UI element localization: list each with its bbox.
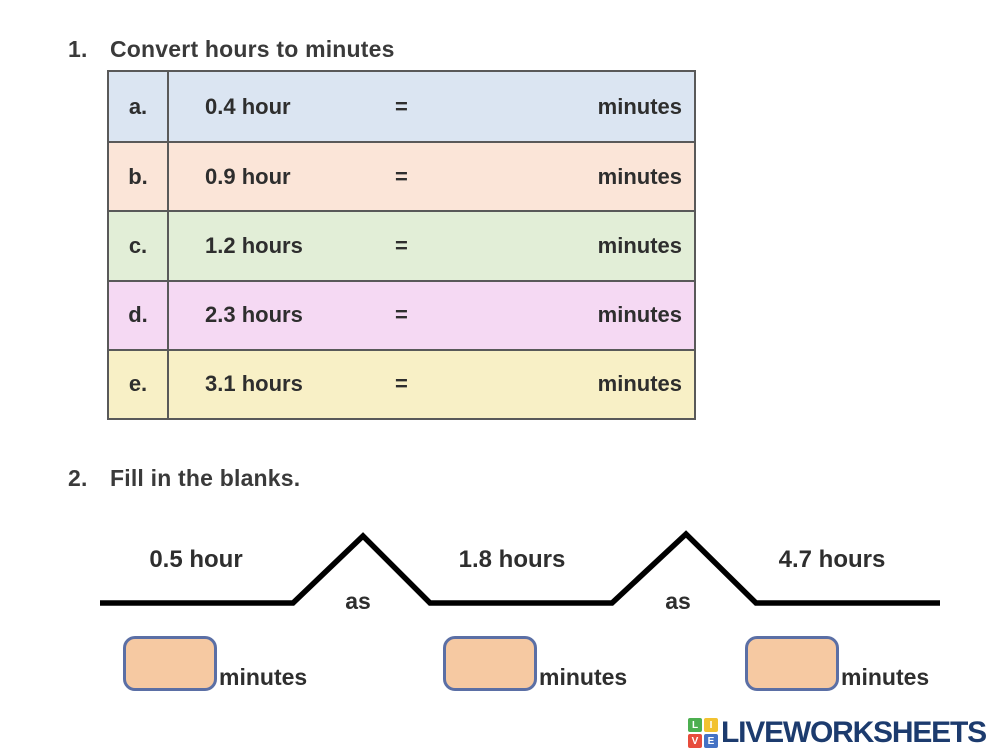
row-letter: e.: [109, 350, 169, 418]
answer-input-3[interactable]: [745, 636, 839, 691]
row-letter: a.: [109, 72, 169, 142]
row-value: 0.9 hour: [205, 163, 291, 189]
row-letter: b.: [109, 143, 169, 211]
answer-group-2: minutes: [443, 636, 627, 691]
zigzag-line-diagram: [100, 530, 940, 606]
equals-sign: =: [395, 232, 408, 258]
row-value: 3.1 hours: [205, 371, 303, 397]
zigzag-polyline: [100, 530, 940, 606]
table-row-e: e. 3.1 hours = minutes: [109, 348, 694, 418]
row-letter: d.: [109, 281, 169, 349]
answer-group-3: minutes: [745, 636, 929, 691]
duration-label-3: 4.7 hours: [778, 546, 886, 573]
section1-title-text: Convert hours to minutes: [110, 36, 395, 62]
equals-sign: =: [395, 371, 408, 397]
liveworksheets-logo-icon: L I V E: [688, 718, 718, 748]
equals-sign: =: [395, 163, 408, 189]
row-value: 0.4 hour: [205, 93, 291, 119]
answer-input-2[interactable]: [443, 636, 537, 691]
table-row-a: a. 0.4 hour = minutes: [109, 72, 694, 142]
section2-title: 2. Fill in the blanks.: [68, 465, 300, 492]
answer-unit-label: minutes: [841, 664, 930, 690]
row-unit: minutes: [597, 302, 682, 328]
answer-input-1[interactable]: [123, 636, 217, 691]
duration-label-2: 1.8 hours: [458, 546, 566, 573]
liveworksheets-wordmark: LIVEWORKSHEETS: [721, 716, 987, 749]
row-unit: minutes: [597, 232, 682, 258]
logo-tile-e: E: [704, 734, 718, 748]
row-value: 2.3 hours: [205, 302, 303, 328]
table-row-b: b. 0.9 hour = minutes: [109, 141, 694, 211]
row-unit: minutes: [597, 163, 682, 189]
equals-sign: =: [395, 93, 408, 119]
liveworksheets-logo: L I V E LIVEWORKSHEETS: [688, 716, 987, 750]
table-row-d: d. 2.3 hours = minutes: [109, 279, 694, 349]
answer-unit-label: minutes: [219, 664, 308, 690]
logo-tile-v: V: [688, 734, 702, 748]
logo-tile-i: I: [704, 718, 718, 732]
table-row-c: c. 1.2 hours = minutes: [109, 210, 694, 280]
as-connector-label: as: [665, 588, 691, 614]
as-connector-label: as: [345, 588, 371, 614]
equals-sign: =: [395, 302, 408, 328]
section2-title-text: Fill in the blanks.: [110, 465, 301, 491]
answer-group-1: minutes: [123, 636, 307, 691]
section2-number: 2.: [68, 465, 88, 491]
answer-unit-label: minutes: [539, 664, 628, 690]
conversion-table: a. 0.4 hour = minutes b. 0.9 hour = minu…: [107, 70, 696, 420]
row-unit: minutes: [597, 371, 682, 397]
logo-tile-l: L: [688, 718, 702, 732]
duration-label-1: 0.5 hour: [149, 546, 243, 573]
row-unit: minutes: [597, 93, 682, 119]
row-letter: c.: [109, 212, 169, 280]
section1-title: 1. Convert hours to minutes: [68, 36, 395, 63]
row-value: 1.2 hours: [205, 232, 303, 258]
section1-number: 1.: [68, 36, 88, 62]
